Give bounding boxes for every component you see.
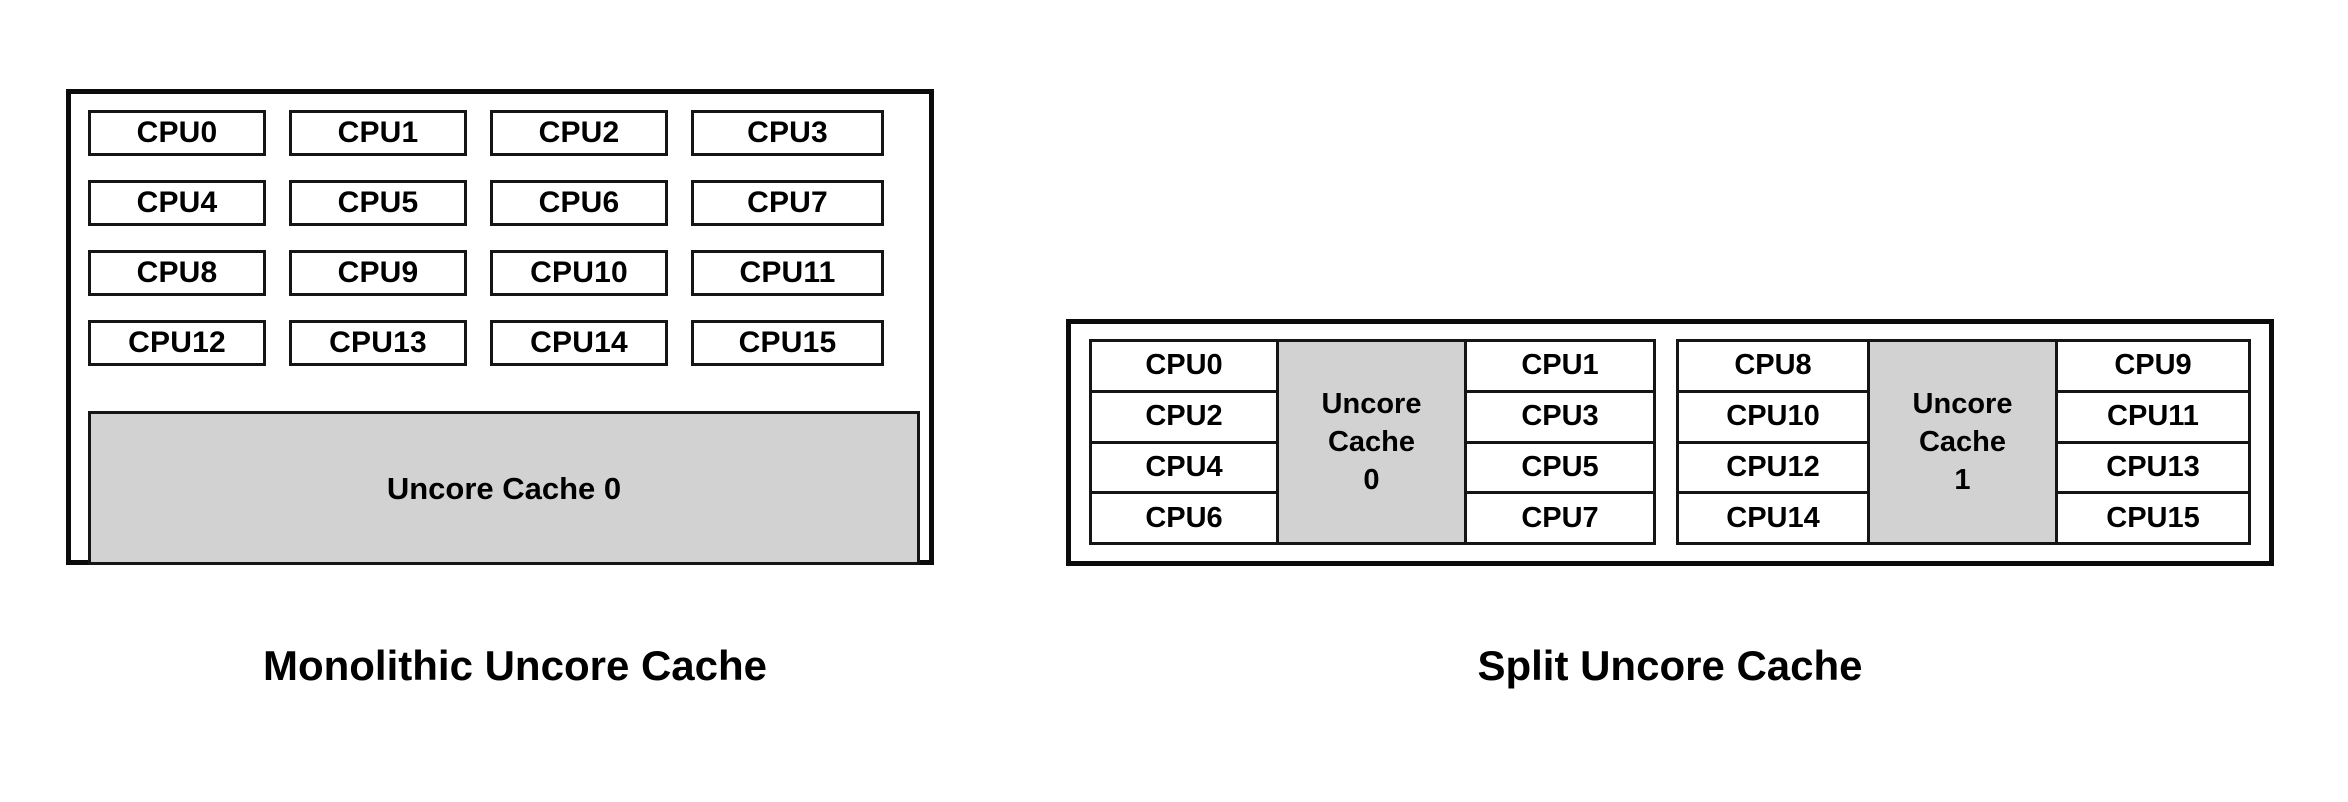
- cpu-cell: CPU13: [289, 320, 467, 366]
- split-uncore-cache-diagram: CPU0 CPU2 CPU4 CPU6 Uncore Cache 0 CPU1 …: [1066, 319, 2274, 566]
- uncore-cache-label-line2: Cache: [1327, 425, 1416, 458]
- cpu-cell: CPU7: [691, 180, 884, 226]
- cpu-cell: CPU3: [691, 110, 884, 156]
- cpu-cell: CPU10: [1679, 392, 1867, 444]
- cpu-cell: CPU5: [1467, 443, 1653, 495]
- cpu-cell: CPU2: [1092, 392, 1276, 444]
- cpu-cell: CPU15: [691, 320, 884, 366]
- cpu-cell: CPU4: [1092, 443, 1276, 495]
- split-inner-content: CPU0 CPU2 CPU4 CPU6 Uncore Cache 0 CPU1 …: [1089, 339, 2261, 549]
- monolithic-uncore-cache-diagram: CPU0 CPU1 CPU2 CPU3 CPU4 CPU5 CPU6 CPU7 …: [66, 89, 934, 565]
- uncore-cache-label-line2: Cache: [1918, 425, 2007, 458]
- cpu-cell: CPU8: [88, 250, 266, 296]
- cpu-cell: CPU1: [289, 110, 467, 156]
- uncore-cache-block: Uncore Cache 0: [88, 411, 920, 565]
- cpu-column-right: CPU9 CPU11 CPU13 CPU15: [2055, 339, 2251, 545]
- cpu-cell: CPU14: [490, 320, 668, 366]
- cpu-cell: CPU14: [1679, 494, 1867, 542]
- cpu-cell: CPU0: [1092, 342, 1276, 393]
- cpu-cell: CPU12: [88, 320, 266, 366]
- cpu-cell: CPU10: [490, 250, 668, 296]
- split-diagram-caption: Split Uncore Cache: [1477, 642, 1863, 689]
- cpu-cell: CPU8: [1679, 342, 1867, 393]
- uncore-cache-label-line1: Uncore: [1912, 387, 2013, 420]
- cpu-cell: CPU4: [88, 180, 266, 226]
- cpu-cell: CPU15: [2058, 494, 2248, 542]
- cpu-cell: CPU9: [289, 250, 467, 296]
- cpu-cell: CPU6: [490, 180, 668, 226]
- cpu-cell: CPU13: [2058, 443, 2248, 495]
- cpu-column-left: CPU8 CPU10 CPU12 CPU14: [1676, 339, 1870, 545]
- cpu-cell: CPU11: [2058, 392, 2248, 444]
- split-cluster: CPU0 CPU2 CPU4 CPU6 Uncore Cache 0 CPU1 …: [1089, 339, 1656, 545]
- cpu-cell: CPU3: [1467, 392, 1653, 444]
- cpu-cell: CPU9: [2058, 342, 2248, 393]
- cpu-cell: CPU6: [1092, 494, 1276, 542]
- monolithic-inner-content: CPU0 CPU1 CPU2 CPU3 CPU4 CPU5 CPU6 CPU7 …: [88, 110, 920, 565]
- cpu-cell: CPU11: [691, 250, 884, 296]
- cpu-cell: CPU12: [1679, 443, 1867, 495]
- cpu-column-right: CPU1 CPU3 CPU5 CPU7: [1464, 339, 1656, 545]
- split-cluster: CPU8 CPU10 CPU12 CPU14 Uncore Cache 1 CP…: [1676, 339, 2251, 545]
- uncore-cache-label-line3: 1: [1954, 464, 1971, 497]
- monolithic-cpu-grid: CPU0 CPU1 CPU2 CPU3 CPU4 CPU5 CPU6 CPU7 …: [88, 110, 920, 392]
- uncore-cache-label-line3: 0: [1363, 464, 1380, 497]
- uncore-cache-block: Uncore Cache 0: [1279, 339, 1464, 545]
- cpu-cell: CPU0: [88, 110, 266, 156]
- cpu-cell: CPU2: [490, 110, 668, 156]
- uncore-cache-label-line1: Uncore: [1321, 387, 1422, 420]
- cpu-cell: CPU7: [1467, 494, 1653, 542]
- cpu-cell: CPU5: [289, 180, 467, 226]
- cpu-column-left: CPU0 CPU2 CPU4 CPU6: [1089, 339, 1279, 545]
- monolithic-diagram-caption: Monolithic Uncore Cache: [262, 642, 768, 689]
- uncore-cache-block: Uncore Cache 1: [1870, 339, 2055, 545]
- cpu-cell: CPU1: [1467, 342, 1653, 393]
